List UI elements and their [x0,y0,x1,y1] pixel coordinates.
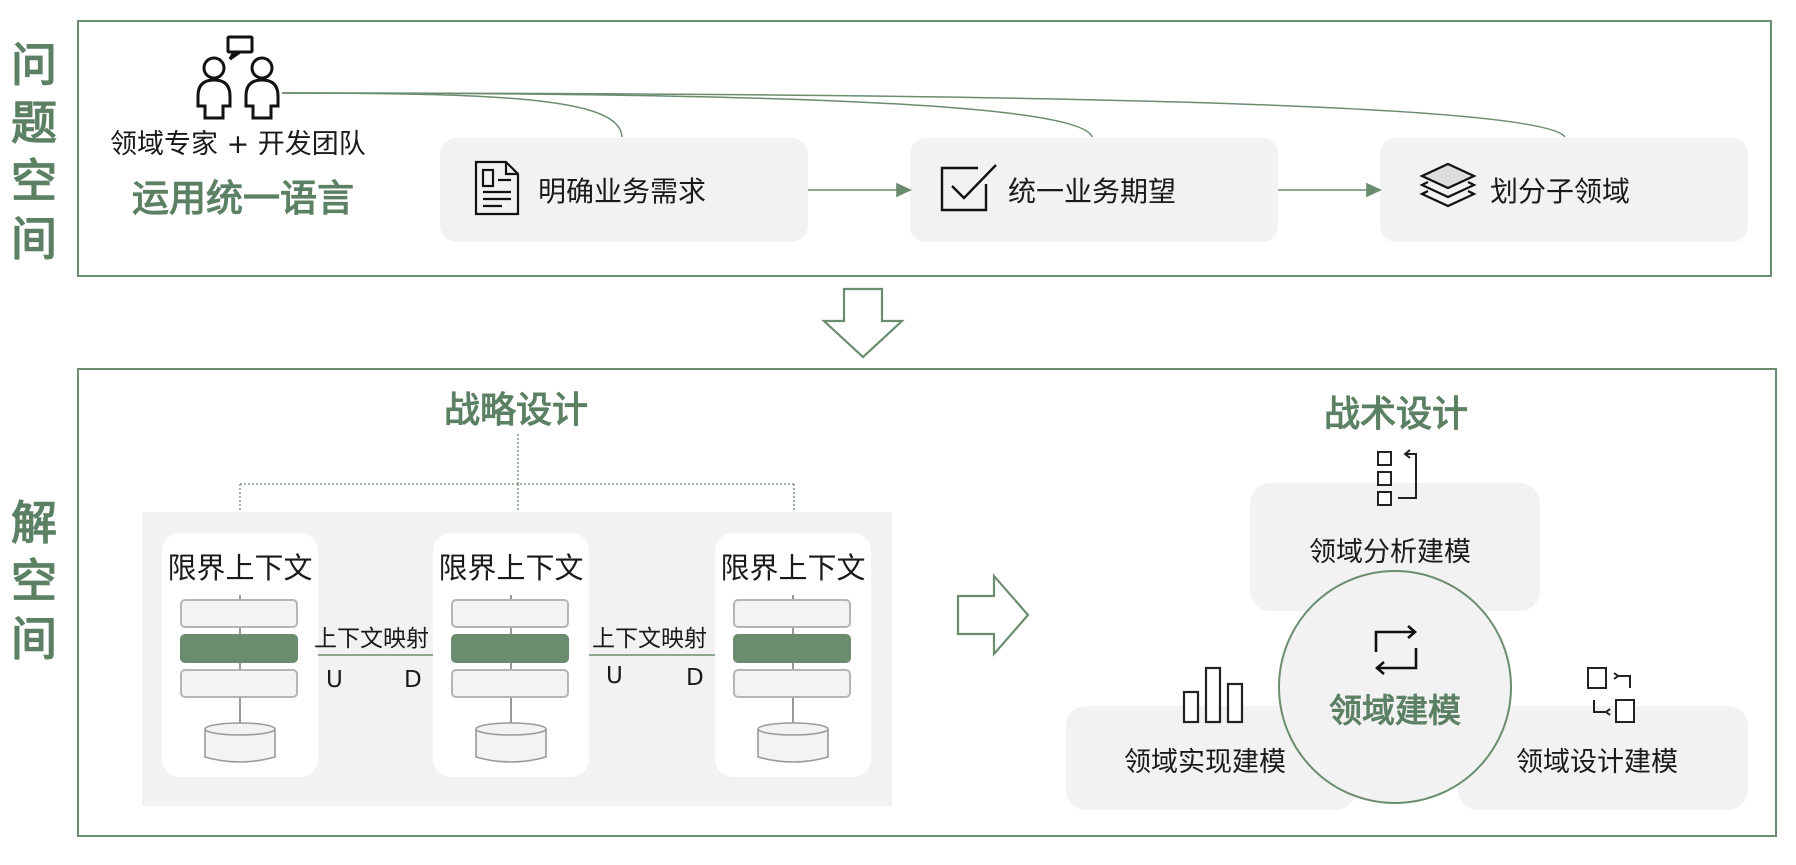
context-mapping-label: 上下文映射 [592,626,707,652]
layer-bottom [180,669,298,698]
layer-top [733,599,851,628]
domain-modeling-circle [1278,570,1512,804]
database-icon [757,722,829,763]
right-arrow-icon [956,573,1030,657]
bounded-context-card: 限界上下文 [715,533,871,777]
bounded-context-title: 限界上下文 [438,551,584,585]
side-char: 解 [11,496,57,550]
strategic-design-title: 战略设计 [444,390,589,431]
domain-modeling-label: 领域建模 [1329,691,1461,730]
database-icon [475,722,547,763]
upstream-label: U [326,667,343,693]
tactical-design-title: 战术设计 [1324,394,1469,435]
side-char: 空 [11,154,57,208]
layer-domain [733,634,851,663]
design-modeling-label: 领域设计建模 [1516,747,1678,778]
down-arrow-icon [821,287,905,359]
layers-icon [1419,162,1477,208]
problem-space-box [77,20,1772,277]
step-label: 统一业务期望 [1008,175,1177,208]
document-icon [474,160,520,216]
team-connectors [281,92,1566,138]
design-modeling-pill [1458,706,1748,810]
checkbox-icon [940,164,997,212]
context-mapping-label: 上下文映射 [314,626,429,652]
step-pill-requirements [440,138,808,242]
analysis-modeling-label: 领域分析建模 [1309,537,1471,568]
layer-domain [451,634,569,663]
bounded-context-title: 限界上下文 [720,551,866,585]
team-label: 领域专家 + 开发团队 [110,129,366,160]
side-char: 问 [11,38,57,92]
layer-bottom [451,669,569,698]
layer-top [451,599,569,628]
transform-icon [1587,667,1635,723]
step-label: 明确业务需求 [538,175,707,208]
side-char: 题 [11,96,57,150]
bar-chart-icon [1182,666,1244,724]
side-char: 间 [11,612,57,666]
bounded-context-card: 限界上下文 [433,533,589,777]
bounded-context-title: 限界上下文 [167,551,313,585]
side-char: 空 [11,554,57,608]
side-char: 间 [11,212,57,266]
layer-bottom [733,669,851,698]
cycle-arrows-icon [1374,625,1418,675]
step-pill-subdomains [1380,138,1748,242]
upstream-label: U [606,663,623,689]
layer-top [180,599,298,628]
ubiquitous-language-label: 运用统一语言 [132,177,354,220]
downstream-label: D [404,667,422,693]
downstream-label: D [686,665,704,691]
step-label: 划分子领域 [1490,175,1631,208]
bounded-context-card: 限界上下文 [162,533,318,777]
solution-space-box [77,368,1777,837]
team-chat-icon [196,35,280,120]
step-arrows [808,182,1382,198]
implementation-modeling-label: 领域实现建模 [1124,747,1286,778]
database-icon [204,722,276,763]
layer-domain [180,634,298,663]
checklist-icon [1377,449,1417,506]
